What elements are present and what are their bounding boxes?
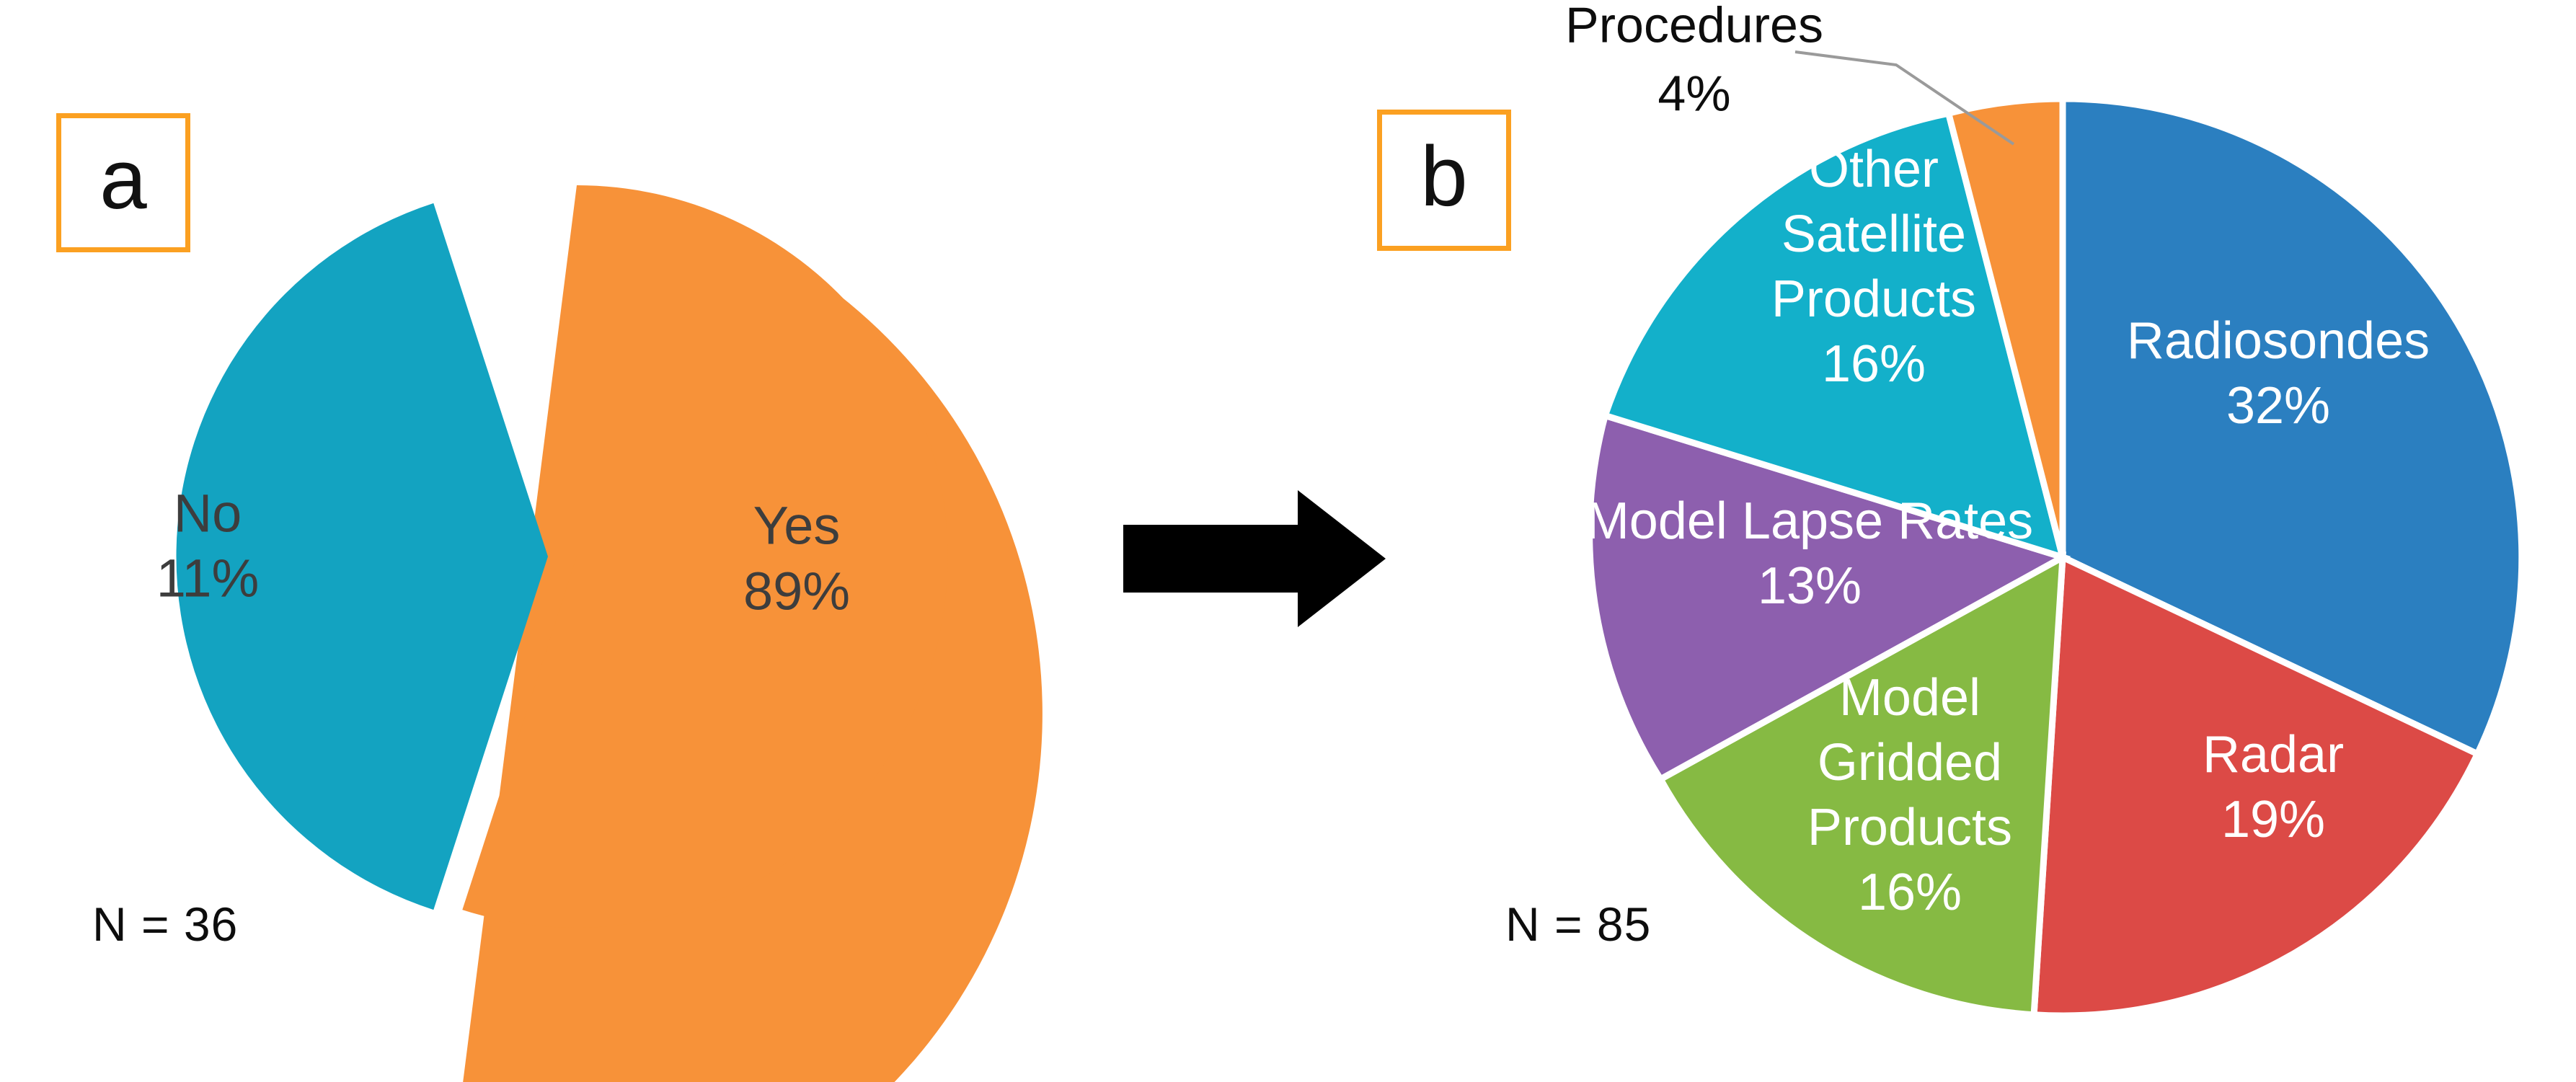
procedures-callout-line	[1794, 50, 2015, 146]
right-arrow-icon	[1123, 490, 1386, 627]
pie-b-label-radar: Radar	[2203, 726, 2344, 784]
pie-b-label-other-satellite-line2: Satellite	[1781, 205, 1966, 263]
sample-size-label-b: N = 85	[1505, 897, 1652, 951]
pie-b-value-radiosondes: 32%	[2226, 377, 2330, 435]
pie-slice-no[interactable]	[176, 203, 548, 910]
pie-b-label-other-satellite-line3: Products	[1771, 270, 1976, 328]
pie-slice-model-lapse[interactable]	[1586, 411, 2071, 784]
pie-b-label-model-gridded-line2: Gridded	[1818, 734, 2002, 791]
panel-tag-a: a	[56, 113, 190, 252]
pie-chart-b: Radiosondes 32% Radar 19% Model Gridded …	[1565, 0, 2526, 1019]
pie-b-label-other-satellite-line1: Other	[1809, 141, 1939, 198]
pie-b-value-model-lapse: 13%	[1758, 557, 1862, 615]
pie-b-label-model-lapse: Model Lapse Rates	[1586, 492, 2033, 550]
pie-b-value-procedures: 4%	[1657, 65, 1730, 121]
pie-b-label-radiosondes: Radiosondes	[2127, 312, 2430, 370]
pie-slice-radiosondes[interactable]	[2059, 95, 2526, 758]
pie-a-label-yes: Yes	[753, 496, 841, 556]
pie-chart-a: Yes 89% No 11%	[156, 185, 1043, 1082]
pie-b-label-model-gridded-line1: Model	[1839, 669, 1980, 727]
pie-slice-yes-shape[interactable]	[462, 185, 948, 928]
pie-slice-model-gridded[interactable]	[1656, 551, 2067, 1019]
pie-a-label-no: No	[174, 484, 242, 544]
pie-b-value-model-gridded: 16%	[1858, 864, 1962, 921]
pie-slice-procedures[interactable]	[1944, 95, 2066, 559]
pie-a-value-yes: 89%	[743, 562, 850, 621]
right-arrow-shape	[1123, 490, 1386, 627]
pie-slice-other-satellite[interactable]	[1601, 109, 2068, 562]
pie-b-label-model-gridded-line3: Products	[1807, 799, 2012, 856]
panel-tag-b: b	[1377, 110, 1511, 251]
pie-a-value-no: 11%	[156, 549, 260, 608]
sample-size-label-a: N = 36	[92, 897, 239, 951]
pie-b-value-other-satellite: 16%	[1822, 335, 1926, 393]
pie-b-value-radar: 19%	[2221, 791, 2325, 848]
pie-b-label-procedures: Procedures	[1565, 0, 1823, 53]
pie-slice-radar[interactable]	[2030, 552, 2482, 1019]
pie-slice-no-group[interactable]	[176, 203, 548, 910]
